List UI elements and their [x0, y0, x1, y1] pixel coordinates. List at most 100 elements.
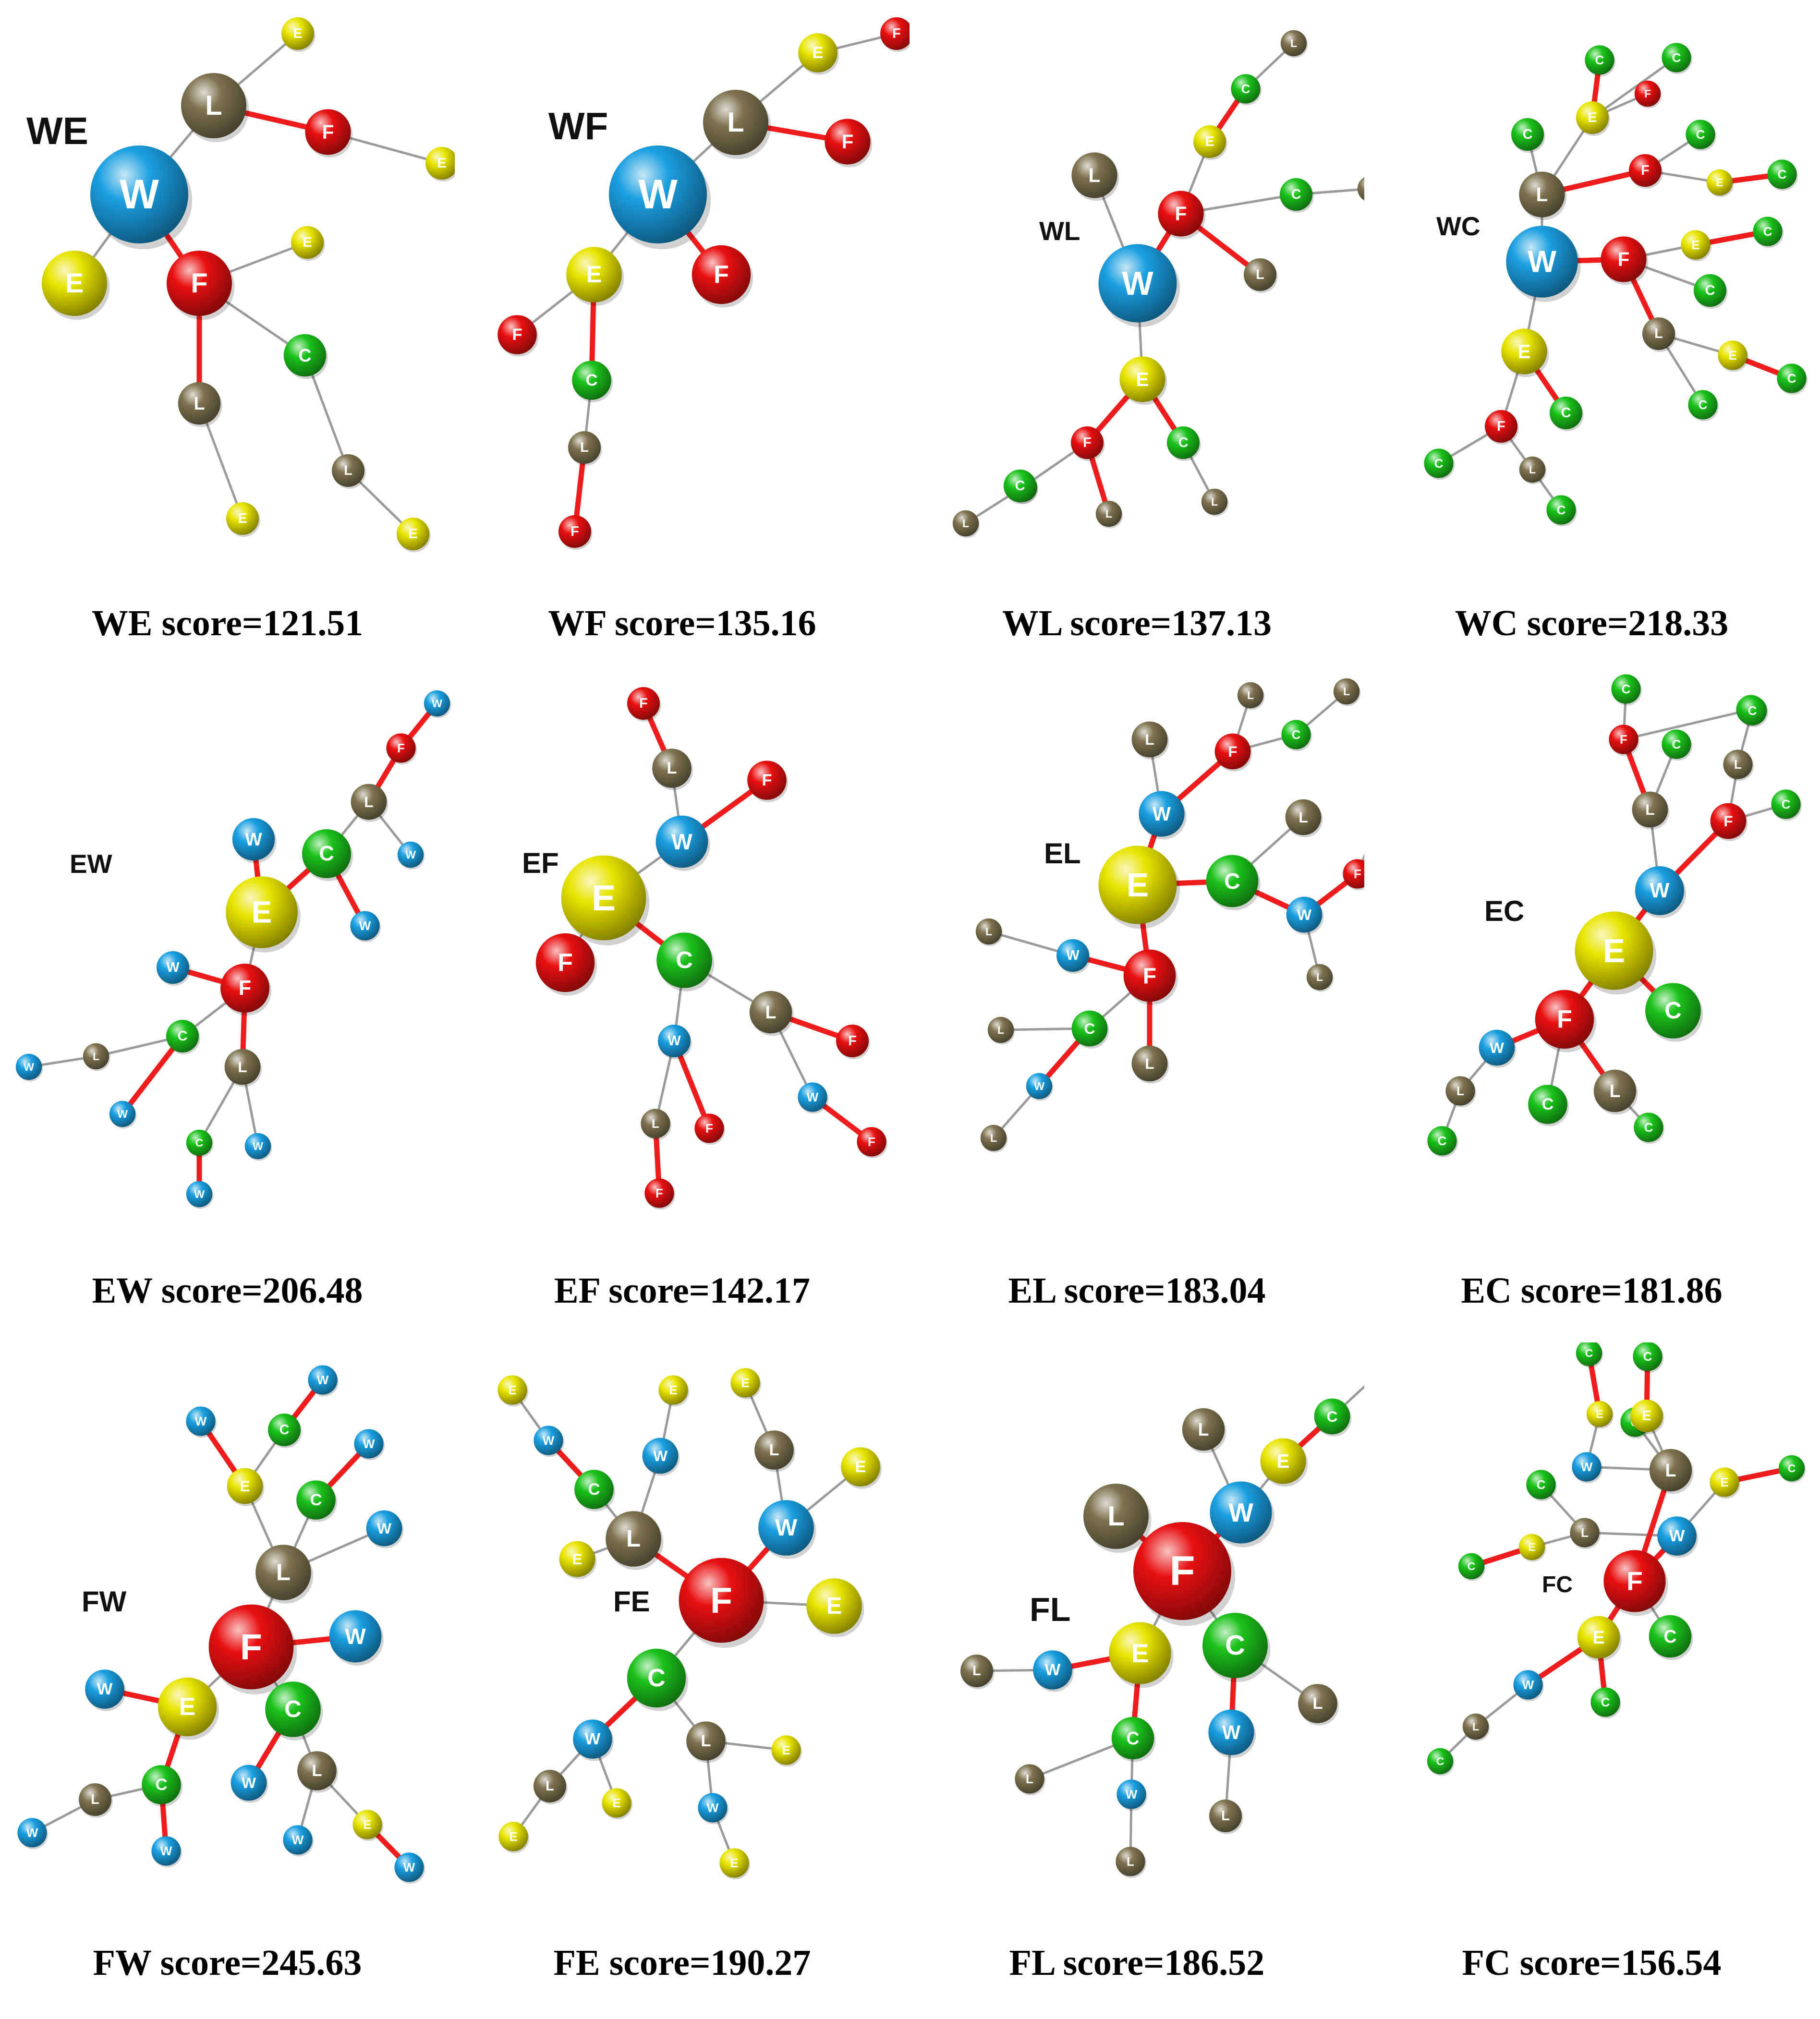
score-caption: FL score=186.52	[1009, 1943, 1265, 1983]
node-w: W	[698, 1793, 729, 1825]
svg-text:L: L	[1256, 267, 1264, 282]
node-c: C	[1314, 1398, 1352, 1437]
svg-text:W: W	[292, 1833, 304, 1847]
svg-text:E: E	[1691, 238, 1699, 252]
node-l: L	[79, 1783, 113, 1818]
svg-text:L: L	[1105, 508, 1112, 520]
tree-label: FW	[82, 1585, 127, 1618]
node-w: W	[85, 1669, 126, 1711]
node-l: L	[952, 510, 980, 538]
svg-text:C: C	[178, 1028, 188, 1044]
svg-text:C: C	[1557, 503, 1566, 517]
svg-text:E: E	[1720, 1475, 1728, 1489]
tree-label: FE	[613, 1585, 650, 1618]
node-c: C	[656, 932, 715, 991]
svg-text:W: W	[363, 1437, 375, 1451]
node-c: C	[1645, 983, 1703, 1042]
node-f: F	[627, 687, 661, 722]
node-w: W	[1513, 1670, 1544, 1702]
svg-text:E: E	[586, 262, 602, 288]
node-w: W	[658, 1025, 692, 1060]
svg-text:L: L	[769, 1441, 779, 1459]
weak-edge	[1622, 708, 1752, 741]
svg-text:W: W	[166, 960, 180, 975]
svg-text:F: F	[1723, 812, 1733, 830]
weak-edge	[1591, 56, 1678, 119]
svg-text:W: W	[1490, 1039, 1504, 1056]
node-e: E	[1706, 169, 1734, 197]
score-caption: WE score=121.51	[91, 603, 364, 643]
node-c: C	[1611, 674, 1642, 706]
svg-text:E: E	[508, 1383, 516, 1397]
node-c: C	[1777, 363, 1808, 395]
node-w: W	[394, 1852, 425, 1884]
svg-text:W: W	[1222, 1721, 1241, 1743]
node-c: C	[1694, 274, 1728, 309]
svg-text:L: L	[962, 517, 969, 530]
svg-text:W: W	[1528, 245, 1556, 279]
svg-text:C: C	[1601, 1695, 1610, 1709]
node-f: F	[1485, 410, 1519, 445]
svg-text:F: F	[397, 741, 405, 755]
node-w: W	[17, 1818, 49, 1850]
node-w: W	[1572, 1452, 1603, 1484]
svg-text:L: L	[1665, 1460, 1676, 1480]
node-w: W	[798, 1082, 829, 1114]
node-l: L	[1298, 1684, 1339, 1726]
svg-text:L: L	[1247, 689, 1254, 701]
svg-text:F: F	[1626, 1566, 1643, 1596]
svg-text:E: E	[1642, 1408, 1651, 1424]
svg-text:C: C	[676, 947, 692, 973]
node-c: C	[1071, 1010, 1109, 1049]
node-e: E	[658, 1375, 690, 1407]
node-w: W	[1210, 1481, 1274, 1547]
node-w: W	[186, 1181, 214, 1209]
svg-text:E: E	[812, 44, 823, 62]
node-w: W	[573, 1719, 614, 1761]
score-caption: WF score=135.16	[548, 603, 816, 643]
svg-text:E: E	[1716, 176, 1723, 189]
node-l: L	[1632, 791, 1670, 830]
node-w: W	[15, 1053, 43, 1082]
svg-text:E: E	[293, 26, 302, 41]
node-l: L	[1285, 799, 1323, 837]
svg-text:C: C	[1327, 1408, 1338, 1425]
network-graph: FLWLECLEWLCLWLCWLLFL	[960, 1385, 1364, 1878]
node-l: L	[224, 1049, 262, 1087]
svg-text:C: C	[1468, 1560, 1476, 1572]
network-panel-wl: WLFECLCLLEFCLLCCLWLWL score=137.13	[910, 0, 1364, 670]
node-l: L	[83, 1043, 110, 1071]
node-l: L	[960, 1655, 995, 1690]
svg-text:L: L	[1221, 1808, 1230, 1824]
node-e: E	[226, 876, 301, 953]
svg-text:W: W	[403, 1860, 415, 1874]
svg-text:L: L	[1089, 164, 1101, 186]
svg-text:F: F	[1620, 732, 1627, 747]
node-f: F	[1710, 803, 1748, 841]
svg-text:E: E	[437, 156, 446, 171]
node-e: E	[561, 855, 650, 946]
node-f: F	[1629, 154, 1663, 189]
node-e: E	[566, 247, 624, 306]
tree-label: WC	[1436, 211, 1480, 241]
svg-text:E: E	[65, 268, 84, 299]
node-w: W	[1506, 226, 1581, 302]
node-w: W	[157, 951, 191, 986]
node-l: L	[1306, 964, 1334, 992]
svg-text:C: C	[1748, 703, 1757, 718]
node-l: L	[568, 431, 602, 466]
node-c: C	[1202, 1613, 1271, 1682]
svg-text:C: C	[155, 1776, 167, 1794]
node-c: C	[1633, 1342, 1664, 1373]
node-l: L	[606, 1511, 664, 1570]
svg-text:W: W	[1297, 906, 1311, 923]
network-graph: WLFECLCLLEFCLLCCLWL	[952, 30, 1364, 538]
node-c: C	[1526, 1470, 1557, 1501]
svg-text:C: C	[1787, 371, 1796, 386]
node-e: E	[397, 518, 431, 553]
node-e: E	[281, 17, 315, 52]
node-l: L	[1071, 152, 1119, 201]
svg-text:F: F	[1618, 248, 1630, 270]
